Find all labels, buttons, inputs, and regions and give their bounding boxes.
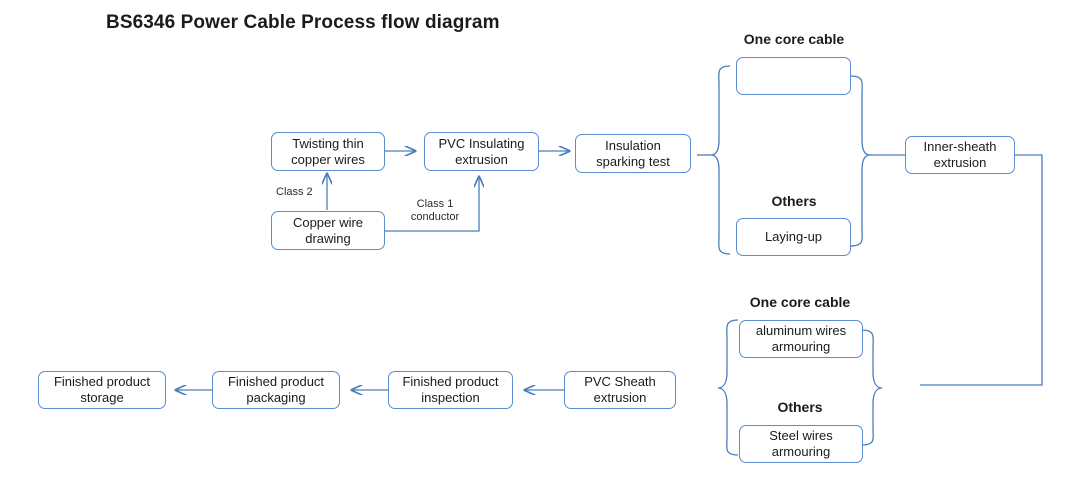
box-one-core-cable-upper[interactable] xyxy=(736,57,851,95)
box-storage-line1: Finished product xyxy=(53,374,151,389)
box-copper-drawing-line2: drawing xyxy=(305,230,351,246)
box-inner-sheath-extrusion[interactable]: Inner-sheath extrusion xyxy=(905,136,1015,174)
box-pvc-insulating-line1: PVC Insulating xyxy=(438,135,525,151)
box-inspection-line1: Finished product xyxy=(402,374,499,389)
box-pvc-sheath-line1: PVC Sheath xyxy=(584,374,656,389)
box-aluminum-armour-line1: aluminum wires xyxy=(755,323,847,338)
box-copper-wire-drawing[interactable]: Copper wire drawing xyxy=(271,211,385,250)
box-twisting-thin-copper-wires[interactable]: Twisting thin copper wires xyxy=(271,132,385,171)
edge-label-class-2: Class 2 xyxy=(276,186,313,198)
box-copper-drawing-line1: Copper wire xyxy=(292,214,364,230)
upper-left-brace xyxy=(710,65,731,255)
box-finished-product-packaging[interactable]: Finished product packaging xyxy=(212,371,340,409)
box-insulation-test-line1: Insulation xyxy=(605,137,661,153)
box-inspection-line2: inspection xyxy=(421,390,480,405)
box-pvc-insulating-line2: extrusion xyxy=(455,151,508,167)
group-label-upper-others: Others xyxy=(771,193,817,209)
box-pvc-sheath-line2: extrusion xyxy=(593,390,647,405)
group-label-lower-others: Others xyxy=(777,399,823,415)
box-pvc-insulating-extrusion[interactable]: PVC Insulating extrusion xyxy=(424,132,539,171)
edge-inner-sheath-to-lower-group xyxy=(920,154,1043,386)
box-aluminum-wires-armouring[interactable]: aluminum wires armouring xyxy=(739,320,863,358)
box-insulation-sparking-test[interactable]: Insulation sparking test xyxy=(575,134,691,173)
box-laying-up[interactable]: Laying-up xyxy=(736,218,851,256)
edge-label-class-1-line1: Class 1 xyxy=(416,198,454,210)
group-label-upper-one-core-cable: One core cable xyxy=(743,31,845,47)
box-inner-sheath-line2: extrusion xyxy=(933,155,987,170)
box-storage-line2: storage xyxy=(80,390,124,405)
box-twisting-line2: copper wires xyxy=(291,151,365,167)
box-laying-up-label: Laying-up xyxy=(764,229,823,244)
box-aluminum-armour-line2: armouring xyxy=(771,339,831,354)
box-finished-product-storage[interactable]: Finished product storage xyxy=(38,371,166,409)
edge-label-class-1-line2: conductor xyxy=(410,211,460,223)
box-inner-sheath-line1: Inner-sheath xyxy=(923,139,997,154)
lower-left-brace xyxy=(717,319,739,456)
box-pvc-sheath-extrusion[interactable]: PVC Sheath extrusion xyxy=(564,371,676,409)
box-packaging-line1: Finished product xyxy=(227,374,325,389)
edge-copper-to-pvc xyxy=(385,177,479,232)
lower-right-brace xyxy=(861,329,883,446)
group-label-lower-one-core-cable: One core cable xyxy=(749,294,851,310)
box-steel-armour-line1: Steel wires xyxy=(769,428,833,443)
box-steel-wires-armouring[interactable]: Steel wires armouring xyxy=(739,425,863,463)
box-packaging-line2: packaging xyxy=(246,390,306,405)
box-steel-armour-line2: armouring xyxy=(771,444,831,459)
upper-right-brace xyxy=(850,75,871,247)
box-insulation-test-line2: sparking test xyxy=(596,153,670,169)
page-title: BS6346 Power Cable Process flow diagram xyxy=(106,12,500,33)
box-finished-product-inspection[interactable]: Finished product inspection xyxy=(388,371,513,409)
box-twisting-line1: Twisting thin xyxy=(292,135,364,151)
